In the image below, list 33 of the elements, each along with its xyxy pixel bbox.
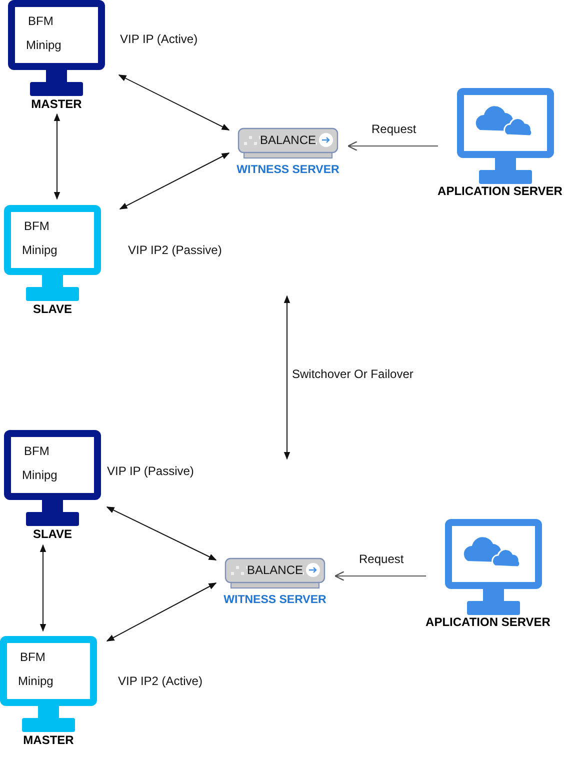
screen-text: Minipg — [22, 243, 58, 257]
edge-label: Request — [372, 122, 416, 136]
ip-note: VIP IP (Active) — [120, 32, 198, 46]
arrow — [118, 74, 230, 130]
arrow — [54, 113, 60, 200]
screen-text: BFM — [28, 14, 54, 28]
computer-label: SLAVE — [32, 302, 74, 316]
device-label: BALANCE — [260, 133, 316, 147]
arrow — [348, 140, 438, 152]
screen-text: BFM — [20, 650, 46, 664]
arrow — [106, 582, 217, 642]
arrow — [334, 570, 426, 582]
screen-text: Minipg — [22, 468, 58, 482]
device-label: BALANCE — [247, 563, 304, 577]
screen-text: BFM — [24, 219, 50, 233]
computer-label: SLAVE — [32, 527, 74, 541]
arrow — [106, 506, 217, 560]
server-label: WITNESS SERVER — [236, 164, 340, 176]
screen-text: Minipg — [18, 674, 54, 688]
server-label: APLICATION SERVER — [436, 184, 564, 198]
server-label: WITNESS SERVER — [222, 594, 328, 606]
screen-text: BFM — [24, 444, 50, 458]
screen-text: Minipg — [26, 38, 62, 52]
computer-label: MASTER — [22, 733, 75, 747]
computer-label: MASTER — [30, 97, 83, 111]
server-label: APLICATION SERVER — [424, 615, 552, 629]
arrow — [119, 152, 230, 210]
arrow — [40, 544, 46, 632]
ip-note: VIP IP (Passive) — [107, 464, 194, 478]
note-text: Switchover Or Failover — [292, 367, 414, 381]
edge-label: Request — [359, 552, 404, 566]
ip-note: VIP IP2 (Passive) — [128, 243, 222, 257]
ip-note: VIP IP2 (Active) — [118, 674, 202, 688]
